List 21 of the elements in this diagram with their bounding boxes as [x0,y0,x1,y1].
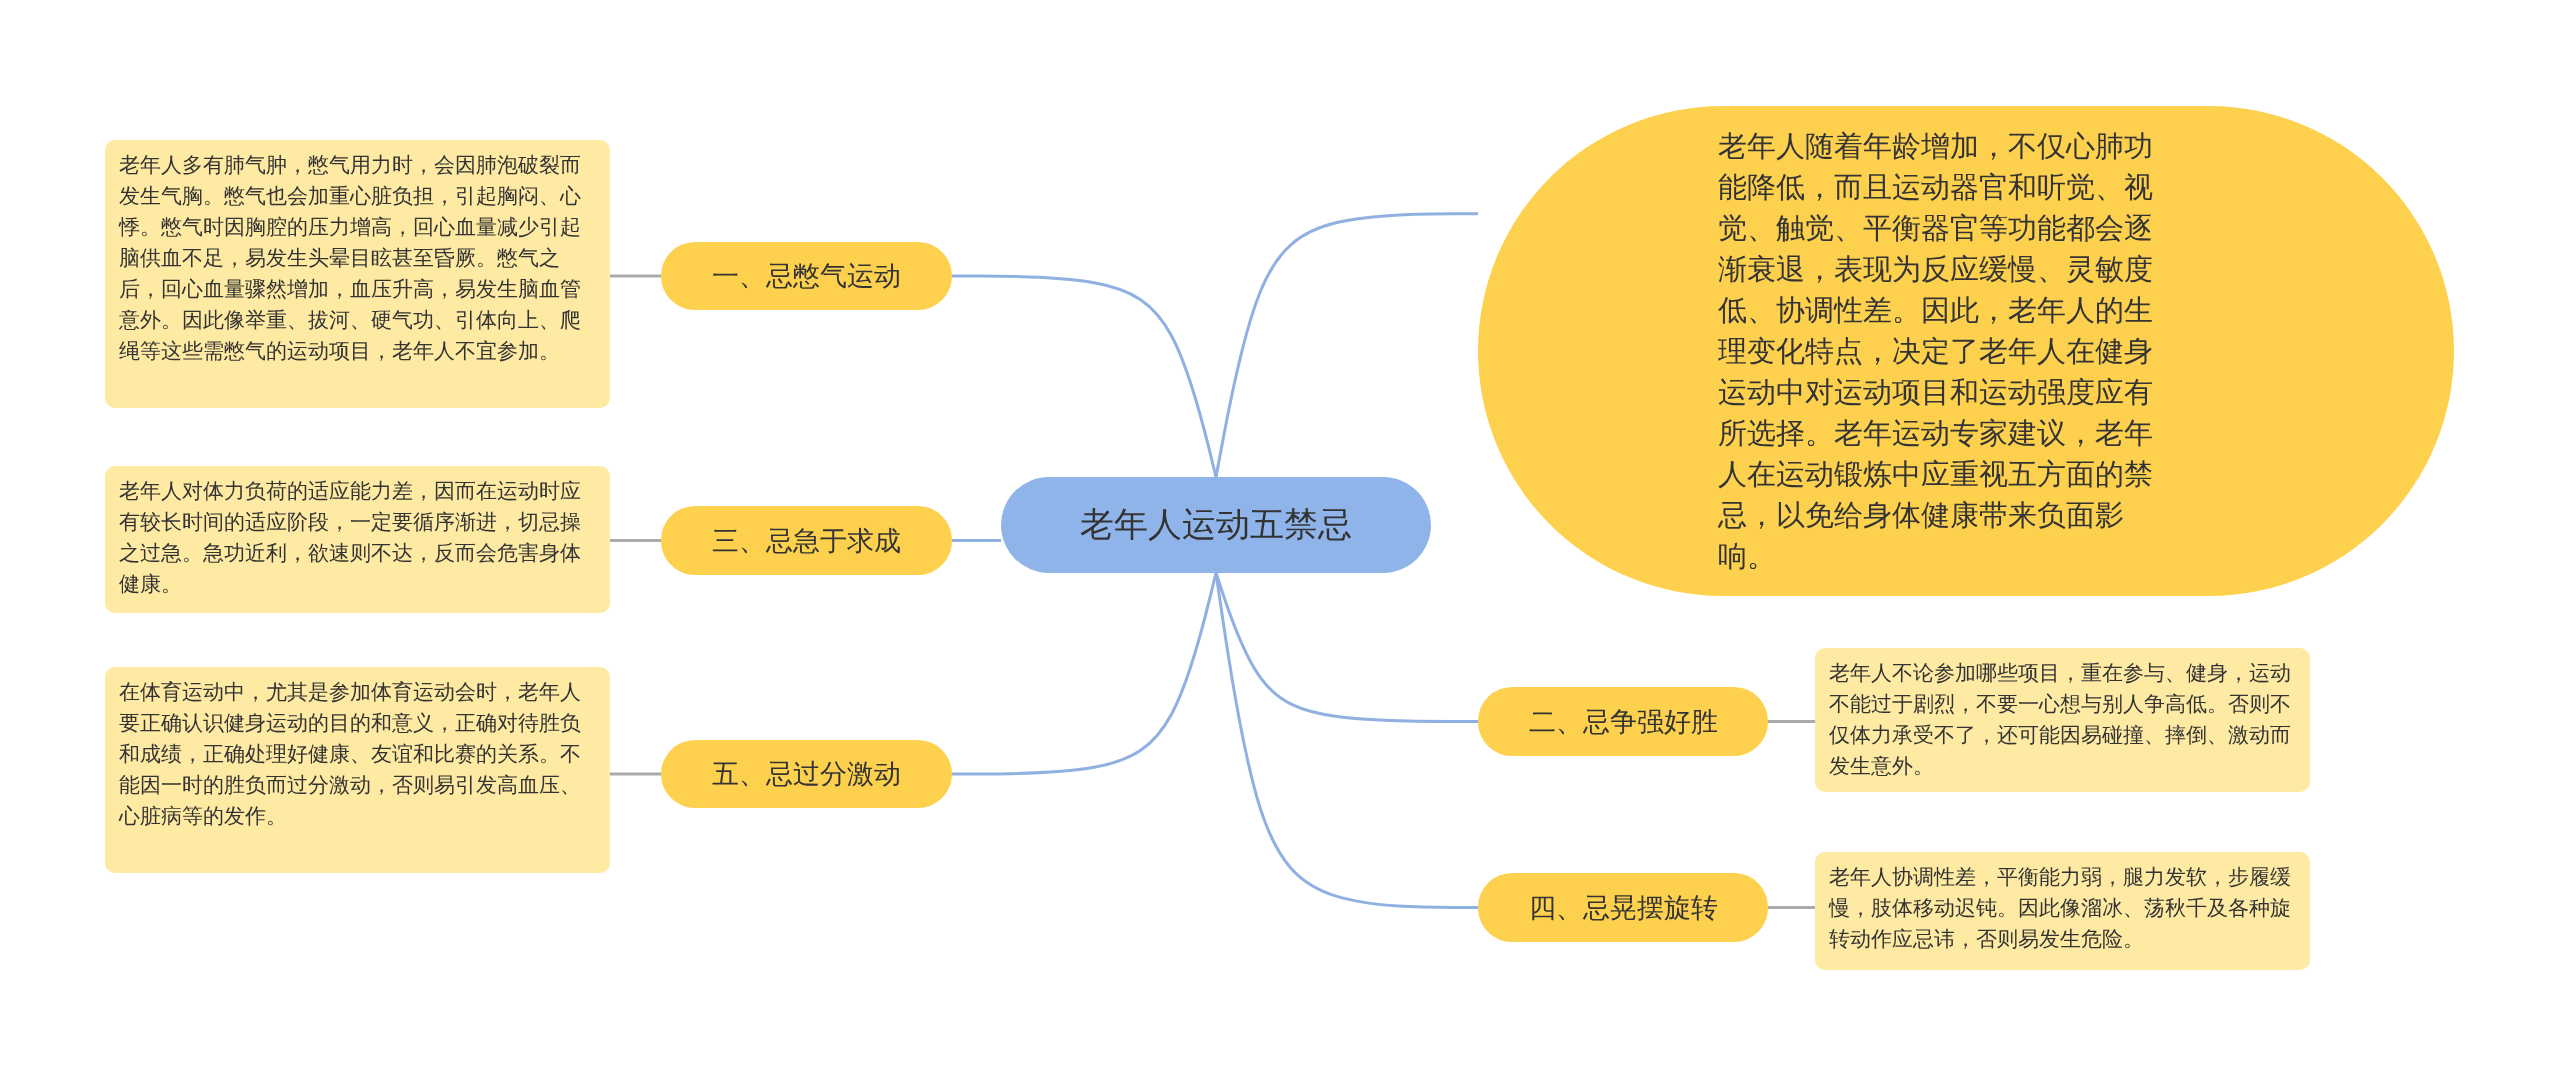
topic-pill: 三、忌急于求成 [661,506,952,575]
connector-line [610,772,661,776]
note-card: 老年人协调性差，平衡能力弱，腿力发软，步履缓慢，肢体移动迟钝。因此像溜冰、荡秋千及各种旋转动作应忌讳，否则易发生危险。 [1815,852,2310,970]
connector-line [952,274,1218,478]
note-card: 老年人对体力负荷的适应能力差，因而在运动时应有较长时间的适应阶段，一定要循序渐进，切忌操之过急。急功近利，欲速则不达，反而会危害身体健康。 [105,466,610,613]
connector-line [610,539,661,542]
connector-line [1768,720,1815,723]
topic-pill: 一、忌憋气运动 [661,242,952,310]
topic-pill: 四、忌晃摆旋转 [1478,873,1768,942]
note-card: 老年人不论参加哪些项目，重在参与、健身，运动不能过于剧烈，不要一心想与别人争高低。否则不仅体力承受不了，还可能因易碰撞、摔倒、激动而发生意外。 [1815,648,2310,792]
connector-line [1214,212,1478,478]
note-card: 老年人多有肺气肿，憋气用力时，会因肺泡破裂而发生气胸。憋气也会加重心脏负担，引起胸闷、心悸。憋气时因胸腔的压力增高，回心血量减少引起脑供血不足，易发生头晕目眩甚至昏厥。憋气之后，回心血量骤然增加，血压升高，易发生脑血管意外。因此像举重、拔河、硬气功、引体向上、爬绳等这些需憋气的运动项目，老年人不宜参加。 [105,140,610,408]
topic-pill: 五、忌过分激动 [661,740,952,808]
connector-line [1214,572,1478,909]
connector-line [952,539,1001,542]
connector-line [610,274,661,278]
central-topic: 老年人运动五禁忌 [1001,477,1431,573]
topic-pill: 二、忌争强好胜 [1478,687,1768,756]
connector-line [1768,906,1815,909]
note-card: 在体育运动中，尤其是参加体育运动会时，老年人要正确认识健身运动的目的和意义，正确对待胜负和成绩，正确处理好健康、友谊和比赛的关系。不能因一时的胜负而过分激动，否则易引发高血压、心脏病等的发作。 [105,667,610,873]
connector-line [952,572,1218,776]
